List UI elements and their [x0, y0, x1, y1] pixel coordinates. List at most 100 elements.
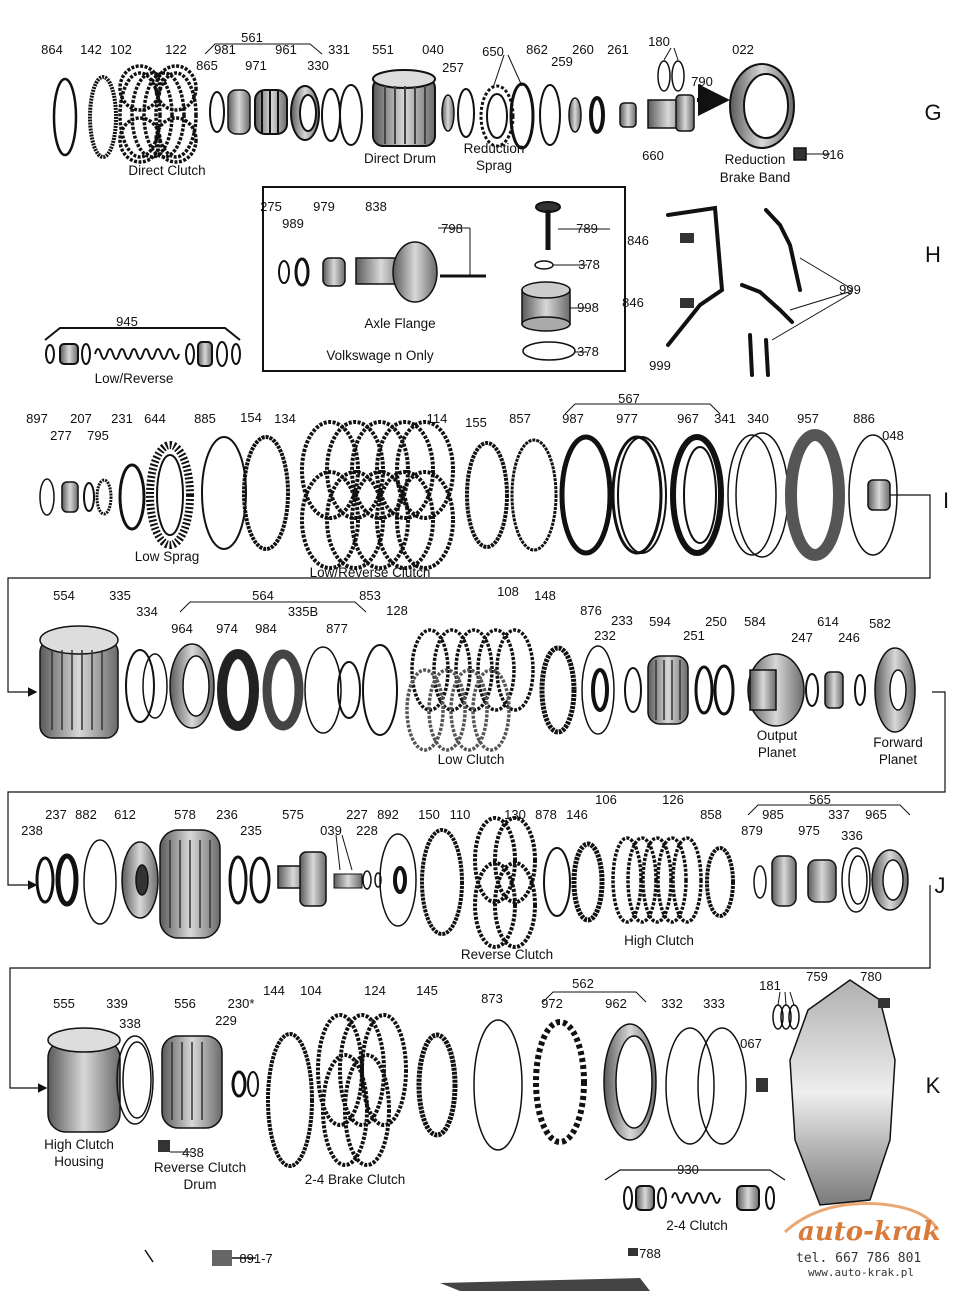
part-614[interactable] — [824, 671, 844, 709]
part-257[interactable] — [457, 88, 475, 138]
reduction-brake-band[interactable] — [729, 63, 795, 149]
part-594[interactable] — [647, 655, 689, 725]
part-972[interactable] — [533, 1019, 587, 1145]
part-438[interactable] — [158, 1140, 170, 1152]
part-228[interactable] — [374, 872, 382, 888]
part-957[interactable] — [785, 429, 845, 561]
part-857[interactable] — [510, 438, 558, 552]
part-250[interactable] — [713, 664, 735, 716]
part-873[interactable] — [473, 1019, 523, 1151]
clips-846[interactable] — [680, 233, 694, 308]
part-340[interactable] — [735, 432, 789, 558]
part-330[interactable] — [321, 88, 341, 142]
part-277[interactable] — [61, 481, 79, 513]
low-sprag[interactable] — [146, 441, 194, 549]
part-575[interactable] — [277, 851, 327, 907]
part-259[interactable] — [568, 97, 582, 133]
reverse-clutch-pack[interactable] — [473, 816, 537, 949]
part-148[interactable] — [539, 645, 577, 735]
part-227[interactable] — [362, 870, 372, 890]
part-333[interactable] — [697, 1027, 747, 1145]
part-378-a[interactable] — [534, 260, 554, 270]
part-154[interactable] — [242, 435, 290, 551]
part-335[interactable] — [125, 649, 155, 723]
part-230[interactable] — [247, 1071, 259, 1097]
part-864[interactable] — [52, 77, 78, 157]
part-998[interactable] — [521, 281, 571, 332]
part-039[interactable] — [333, 873, 363, 889]
part-962[interactable] — [603, 1023, 657, 1141]
forward-planet[interactable] — [874, 647, 916, 733]
part-332[interactable] — [665, 1027, 715, 1145]
part-879[interactable] — [753, 865, 767, 899]
axle-flange[interactable] — [355, 241, 438, 303]
part-207[interactable] — [83, 482, 95, 512]
part-578[interactable] — [159, 829, 221, 939]
part-229[interactable] — [231, 1070, 247, 1098]
part-795[interactable] — [95, 478, 113, 516]
part-275[interactable] — [278, 260, 290, 284]
part-334[interactable] — [142, 653, 168, 719]
part-858[interactable] — [705, 846, 735, 918]
part-251[interactable] — [694, 665, 714, 715]
part-378-b[interactable] — [522, 341, 576, 361]
part-554[interactable] — [39, 625, 119, 739]
part-337[interactable] — [841, 847, 871, 913]
part-967[interactable] — [670, 434, 724, 556]
high-clutch-pack[interactable] — [611, 836, 703, 924]
part-989[interactable] — [294, 257, 310, 287]
part-247[interactable] — [805, 673, 819, 707]
part-260[interactable] — [589, 96, 605, 134]
direct-clutch-pack[interactable] — [118, 64, 198, 164]
part-335b[interactable] — [304, 646, 342, 734]
kit-930[interactable] — [623, 1185, 775, 1211]
part-180-b[interactable] — [671, 60, 685, 92]
part-961[interactable] — [290, 85, 320, 141]
part-916[interactable] — [793, 147, 807, 161]
low-clutch-pack[interactable] — [405, 628, 535, 752]
part-865[interactable] — [209, 91, 225, 133]
low-reverse-clutch-pack[interactable] — [300, 420, 455, 570]
part-897[interactable] — [39, 478, 55, 516]
tubes-999[interactable] — [666, 205, 802, 377]
part-048[interactable] — [867, 479, 891, 511]
part-067[interactable] — [756, 1078, 768, 1092]
part-979[interactable] — [322, 257, 346, 287]
part-155[interactable] — [465, 441, 509, 549]
part-971[interactable] — [254, 89, 288, 135]
part-341[interactable] — [727, 434, 777, 556]
part-987[interactable] — [559, 434, 613, 556]
part-231[interactable] — [118, 463, 146, 531]
part-246[interactable] — [854, 674, 866, 706]
part-985[interactable] — [771, 855, 797, 907]
part-180-a[interactable] — [657, 60, 671, 92]
part-237[interactable] — [55, 853, 79, 907]
part-145[interactable] — [416, 1032, 458, 1138]
part-862[interactable] — [539, 84, 561, 146]
part-892[interactable] — [379, 833, 417, 927]
part-984[interactable] — [262, 649, 304, 731]
part-780[interactable] — [878, 998, 890, 1008]
part-612[interactable] — [121, 841, 159, 919]
part-144[interactable] — [266, 1032, 314, 1168]
brake-clutch-pack[interactable] — [316, 1013, 408, 1167]
output-planet[interactable] — [747, 653, 805, 727]
part-885[interactable] — [201, 436, 247, 550]
reverse-clutch-drum[interactable] — [161, 1035, 223, 1129]
part-650[interactable] — [509, 82, 535, 150]
part-878[interactable] — [543, 847, 571, 917]
part-660[interactable] — [647, 94, 695, 132]
part-853[interactable] — [362, 644, 398, 736]
reduction-sprag[interactable] — [479, 84, 515, 148]
part-233[interactable] — [624, 667, 642, 713]
part-238[interactable] — [35, 856, 55, 904]
part-965[interactable] — [871, 849, 909, 911]
part-236[interactable] — [228, 855, 248, 905]
part-338[interactable] — [122, 1041, 152, 1119]
low-reverse-kit[interactable] — [44, 327, 241, 367]
part-877[interactable] — [337, 661, 361, 719]
part-146[interactable] — [571, 841, 605, 923]
part-975[interactable] — [807, 859, 837, 903]
part-964[interactable] — [169, 643, 215, 729]
part-974[interactable] — [217, 649, 259, 731]
